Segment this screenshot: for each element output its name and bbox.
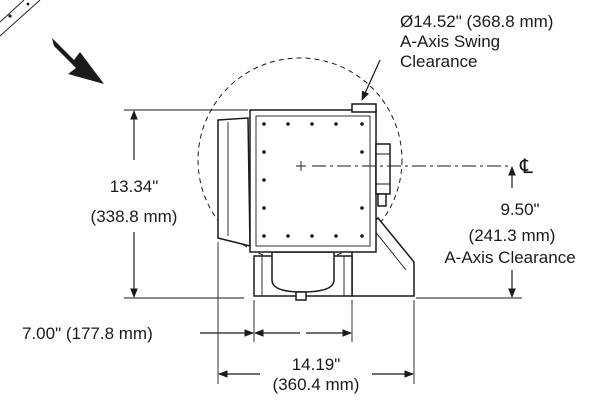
clearance-mm-label: (241.3 mm) [469, 226, 556, 245]
overall-width-dimension [217, 242, 415, 384]
base-width-dimension [200, 300, 353, 342]
centerline-icon: ℄ [519, 156, 533, 178]
tilted-table-fragment [0, 0, 41, 37]
faceplate [249, 103, 377, 253]
base-width-label: 7.00" (177.8 mm) [22, 324, 153, 343]
motor-canister [271, 251, 335, 301]
swing-diameter-label: Ø14.52" (368.8 mm) [400, 12, 553, 31]
swing-clearance-circle [197, 57, 403, 263]
arrow-icon [52, 38, 104, 84]
swing-title-line1: A-Axis Swing [400, 32, 500, 51]
height-dimension [124, 109, 248, 299]
swing-leader-line [361, 59, 381, 101]
clearance-title-label: A-Axis Clearance [444, 248, 575, 267]
clearance-dimension [416, 166, 522, 299]
clearance-inches-label: 9.50" [500, 200, 539, 219]
overall-width-inches-label: 14.19" [292, 355, 341, 374]
overall-width-mm-label: (360.4 mm) [273, 375, 360, 394]
swing-title-line2: Clearance [400, 52, 478, 71]
connector-box [375, 143, 391, 207]
height-mm-label: (338.8 mm) [91, 207, 178, 226]
rotation-center-mark [296, 161, 306, 171]
rear-housing [217, 117, 251, 247]
height-inches-label: 13.34" [110, 177, 159, 196]
